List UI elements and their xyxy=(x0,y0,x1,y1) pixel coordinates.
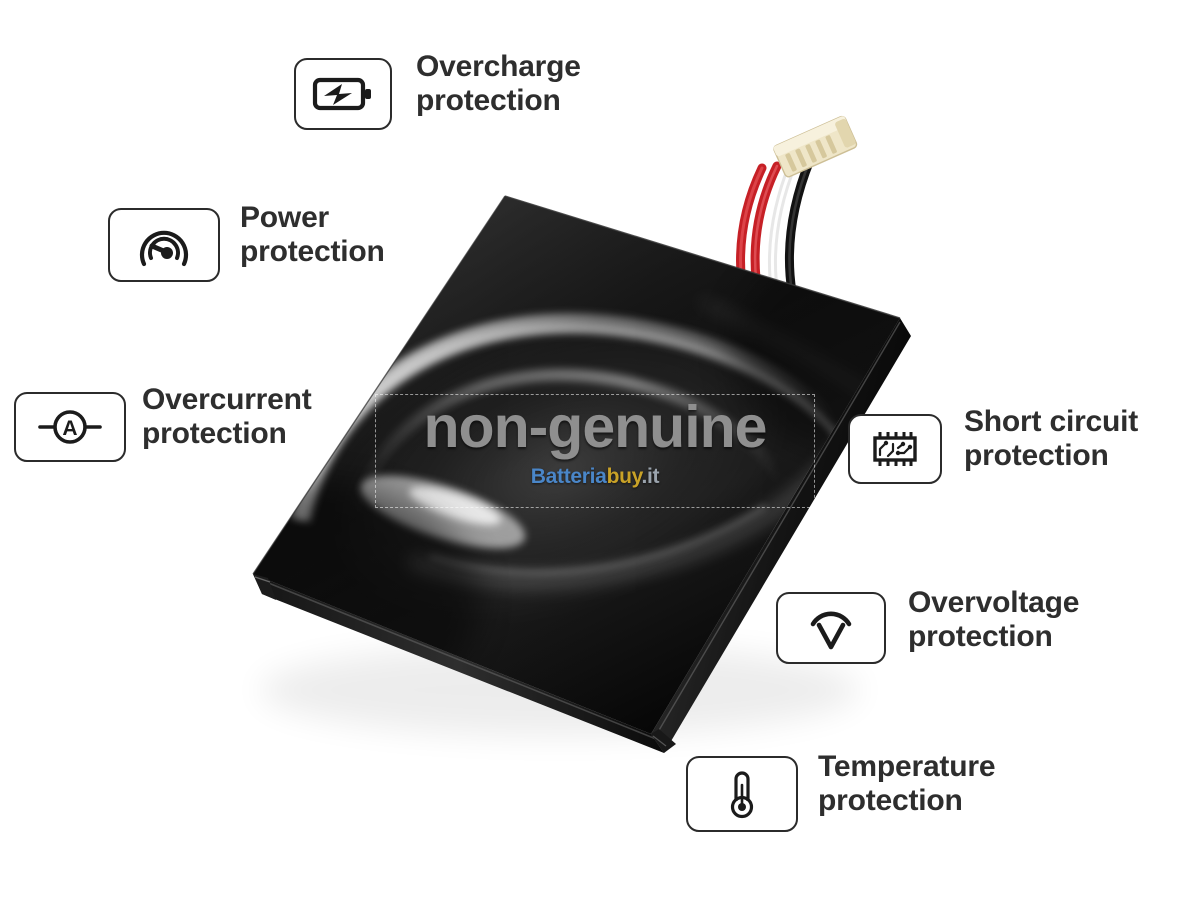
watermark-main-text: non-genuine xyxy=(423,394,768,460)
shortcircuit-label: Short circuit protection xyxy=(964,405,1139,472)
overvoltage-icon-box xyxy=(776,592,886,664)
overvoltage-label: Overvoltage protection xyxy=(908,586,1080,653)
temperature-icon-box xyxy=(686,756,798,832)
connector-wire-harness xyxy=(736,155,815,310)
feature-short-circuit-protection: Short circuit protection xyxy=(848,405,1138,484)
watermark-brand: Batteriabuy.it xyxy=(530,465,660,489)
watermark-brand-part1: Batteria xyxy=(530,465,607,488)
thermometer-icon xyxy=(730,771,754,819)
ammeter-icon: A xyxy=(38,410,102,444)
battery-bolt-icon xyxy=(312,77,371,111)
svg-text:A: A xyxy=(62,417,77,440)
watermark-overlay: non-genuine Batteriabuy.it xyxy=(375,394,815,508)
overcharge-label: Overcharge protection xyxy=(416,50,581,117)
feature-overcharge-protection: Overcharge protection xyxy=(294,50,581,130)
overcurrent-icon-box: A xyxy=(14,392,126,462)
feature-temperature-protection: Temperature protection xyxy=(686,750,996,832)
gauge-icon xyxy=(139,230,189,267)
shortcircuit-icon-box xyxy=(848,414,942,484)
jst-connector xyxy=(773,115,858,178)
feature-overvoltage-protection: Overvoltage protection xyxy=(776,586,1079,664)
overcharge-icon-box xyxy=(294,58,392,130)
power-label: Power protection xyxy=(240,201,385,268)
power-icon-box xyxy=(108,208,220,282)
overcurrent-label: Overcurrent protection xyxy=(142,383,312,450)
feature-overcurrent-protection: A Overcurrent protection xyxy=(14,383,312,462)
voltmeter-v-icon xyxy=(810,611,852,650)
watermark-brand-part3: .it xyxy=(641,465,660,488)
temperature-label: Temperature protection xyxy=(818,750,996,817)
feature-power-protection: Power protection xyxy=(108,201,385,282)
watermark-brand-part2: buy xyxy=(606,465,642,488)
ic-chip-icon xyxy=(873,432,917,466)
